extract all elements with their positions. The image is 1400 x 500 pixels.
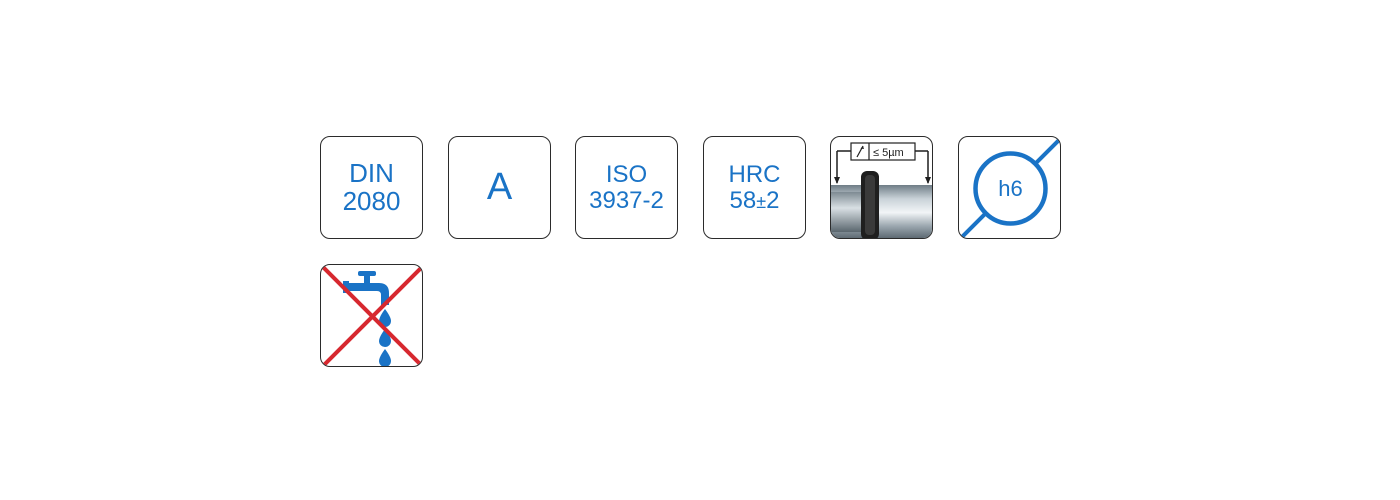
tap-body <box>345 283 389 305</box>
h6-label: h6 <box>998 176 1022 201</box>
din-number: 2080 <box>342 185 401 216</box>
h6-tolerance-icon: h6 <box>958 136 1061 239</box>
shaft-collar-inner <box>865 175 875 235</box>
no-coolant-pictogram <box>321 265 422 366</box>
hrc-58-icon: HRC 58±2 <box>703 136 806 239</box>
din-label: DIN <box>349 158 394 189</box>
drop-icon <box>379 349 391 366</box>
measure-left-arrow <box>834 177 840 184</box>
tap-pipe <box>343 281 349 293</box>
form-a-label: A <box>486 165 513 208</box>
cross-line <box>321 265 422 366</box>
runout-arrow-head <box>860 146 864 149</box>
runout-tolerance-icon: ≤ 5µm <box>830 136 933 239</box>
tap-handle <box>358 271 376 276</box>
din-2080-text: DIN 2080 <box>321 137 422 238</box>
no-coolant-icon <box>320 264 423 367</box>
diameter-circle <box>973 151 1048 226</box>
tap-stem <box>364 275 370 283</box>
iso-label: ISO <box>605 161 648 189</box>
measure-right-arrow <box>925 177 931 184</box>
hrc-label: HRC <box>728 161 781 189</box>
hrc-value-main: 58 <box>729 186 757 214</box>
iso-3937-2-icon: ISO 3937-2 <box>575 136 678 239</box>
form-a-text: A <box>449 137 550 238</box>
runout-value: ≤ 5µm <box>873 147 904 159</box>
shaft-shank <box>831 192 861 232</box>
hrc-text: HRC 58±2 <box>704 137 805 238</box>
din-2080-icon: DIN 2080 <box>320 136 423 239</box>
runout-pictogram: ≤ 5µm <box>831 142 932 238</box>
hrc-value: 58±2 <box>729 186 780 214</box>
hrc-plus-minus: ± <box>756 191 767 212</box>
iso-text: ISO 3937-2 <box>576 137 677 238</box>
h6-pictogram: h6 <box>959 137 1060 238</box>
drop-icon <box>379 309 391 327</box>
runout-label-box <box>850 142 916 161</box>
iso-number: 3937-2 <box>589 186 664 214</box>
form-a-icon: A <box>448 136 551 239</box>
hrc-value-tail: 2 <box>766 186 780 214</box>
